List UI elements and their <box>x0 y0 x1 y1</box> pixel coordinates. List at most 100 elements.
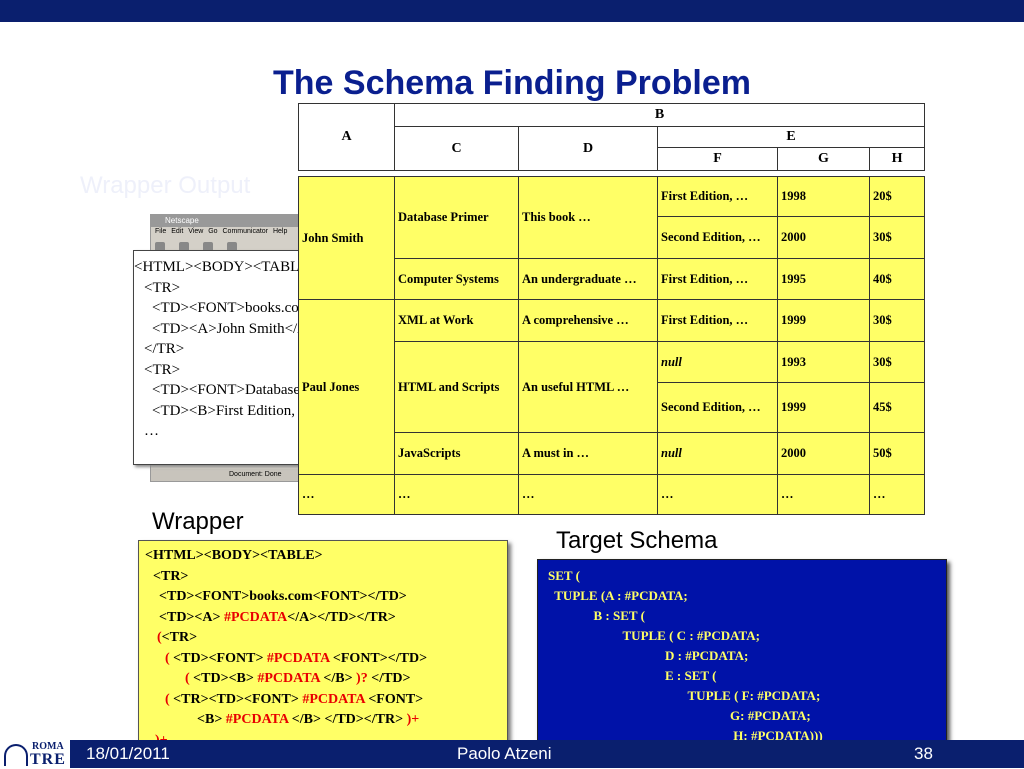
forward-icon[interactable] <box>179 242 189 252</box>
wrapper-label: Wrapper <box>152 508 244 535</box>
cell-h: 50$ <box>868 432 926 475</box>
header-d: D <box>518 126 658 171</box>
schema-line: TUPLE ( C : #PCDATA; <box>548 628 760 643</box>
code-text: <TD><FONT>books.com<FONT></TD> <box>159 589 407 604</box>
code-line: <TD><FONT>books.com<FONT></TD> <box>139 587 507 608</box>
table-row: HTML and Scripts An useful HTML … null 1… <box>299 341 926 433</box>
schema-line: TUPLE (A : #PCDATA; <box>548 588 688 603</box>
table-row: Computer Systems An undergraduate … Firs… <box>299 258 926 300</box>
header-b: B <box>393 103 926 127</box>
cell-g: 1995 <box>777 258 870 300</box>
footer-author: Paolo Atzeni <box>457 744 552 763</box>
code-line: <TD><A> #PCDATA</A></TD></TR> <box>139 608 507 629</box>
browser-status: Document: Done <box>151 469 311 481</box>
cell-c: … <box>394 474 519 515</box>
cell-c: HTML and Scripts <box>394 341 519 433</box>
table-row: Second Edition, … 2000 30$ <box>299 216 926 259</box>
code-line: <TR> <box>139 567 507 588</box>
roma-tre-logo: ROMA TRE <box>0 740 70 768</box>
cell-f: First Edition, … <box>657 258 778 300</box>
code-text: </B> <box>319 671 357 686</box>
html-line: <TR> <box>144 361 181 378</box>
header-e: E <box>656 126 926 148</box>
cell-d: … <box>518 474 658 515</box>
code-text: <TD><A> <box>159 609 224 625</box>
header-a: A <box>298 103 395 171</box>
cell-d: An undergraduate … <box>518 258 658 300</box>
cell-g: 1999 <box>777 382 870 433</box>
nested-data-table: A B C D E F G H John Smith Database Prim… <box>298 103 926 515</box>
html-line: <TD><B>First Edition, Paperback</B></TD> <box>152 402 302 419</box>
browser-toolbar <box>155 239 305 252</box>
cell-d: A must in … <box>518 432 658 475</box>
top-bar <box>0 0 1024 22</box>
code-text: <TD><FONT> <box>173 650 267 666</box>
code-text: </TD> <box>371 671 411 686</box>
browser-menu[interactable]: File Edit View Go Communicator Help <box>155 228 288 235</box>
cell-c: Computer Systems <box>394 258 519 300</box>
cell-g: … <box>777 474 870 515</box>
code-text: <FONT> <box>364 691 424 707</box>
regex-token: )+ <box>406 712 420 727</box>
code-line: ( <TD><FONT> #PCDATA <FONT></TD> <box>139 649 507 670</box>
footer-date: 18/01/2011 <box>86 744 170 763</box>
cell-g: 1998 <box>777 176 870 217</box>
wrapper-output-label: Wrapper Output <box>80 172 251 199</box>
target-schema-label: Target Schema <box>556 527 718 554</box>
regex-token: ( <box>185 671 194 686</box>
table-header-row: C D E <box>299 126 926 171</box>
code-text: <TD><B> <box>193 671 258 686</box>
html-line: … <box>144 423 159 439</box>
html-source-box: <HTML><BODY><TABLE> <TR> <TD><FONT>books… <box>133 250 303 465</box>
regex-token: ( <box>165 691 174 707</box>
code-line: ( <TR><TD><FONT> #PCDATA <FONT> <box>139 690 507 711</box>
cell-g: 2000 <box>777 432 870 475</box>
code-text: </B> </TD></TR> <box>288 712 407 727</box>
footer-bar: ROMA TRE 18/01/2011 Paolo Atzeni 38 <box>0 740 1024 768</box>
html-line: <TD><FONT>Database Primer</FONT></TD> <box>152 382 302 398</box>
cell-d: A comprehensive … <box>518 299 658 342</box>
code-text: <TR> <box>161 630 198 645</box>
schema-line: E : SET ( <box>548 668 717 683</box>
cell-f: Second Edition, … <box>657 216 778 259</box>
code-line: (<TR> <box>139 628 507 649</box>
cell-f: null <box>657 341 778 383</box>
cell-c: Database Primer <box>394 176 519 259</box>
pcdata-token: #PCDATA <box>223 609 288 625</box>
back-icon[interactable] <box>155 242 165 252</box>
cell-d: This book … <box>518 176 658 259</box>
cell-f: … <box>657 474 778 515</box>
table-row: … … … … … … <box>298 474 926 515</box>
cell-h: 30$ <box>868 216 926 259</box>
cell-f: First Edition, … <box>657 176 778 217</box>
schema-line: B : SET ( <box>548 608 645 623</box>
html-line: <TD><FONT>books.com<FONT></TD> <box>152 300 302 316</box>
table-header-row: F G H <box>299 147 926 171</box>
header-f: F <box>657 147 778 171</box>
cell-f: First Edition, … <box>657 299 778 342</box>
html-line: <TR> <box>144 279 181 296</box>
header-g: G <box>777 147 870 171</box>
html-line: </TR> <box>144 341 185 357</box>
pcdata-token: #PCDATA <box>257 671 320 686</box>
table-row: Paul Jones XML at Work A comprehensive …… <box>298 299 926 475</box>
reload-icon[interactable] <box>203 242 213 252</box>
browser-title: Netscape <box>151 215 311 227</box>
schema-line: TUPLE ( F: #PCDATA; <box>548 688 821 703</box>
code-text: <HTML><BODY><TABLE> <box>145 548 323 563</box>
cell-f: null <box>657 432 778 475</box>
cell-h: 40$ <box>868 258 926 300</box>
code-text: <TR> <box>153 568 189 584</box>
schema-line: SET ( <box>548 568 580 583</box>
footer-page-number: 38 <box>914 744 933 763</box>
code-text: <B> <box>197 712 226 727</box>
code-text: <TR><TD><FONT> <box>173 691 303 707</box>
regex-token: ( <box>165 650 174 666</box>
cell-h: 45$ <box>868 382 926 433</box>
home-icon[interactable] <box>227 242 237 252</box>
code-text: <FONT></TD> <box>329 650 428 666</box>
arch-icon <box>4 744 28 766</box>
code-text: </A></TD></TR> <box>287 609 396 625</box>
schema-line: H: #PCDATA))) <box>548 728 823 743</box>
cell-a: Paul Jones <box>298 299 395 475</box>
